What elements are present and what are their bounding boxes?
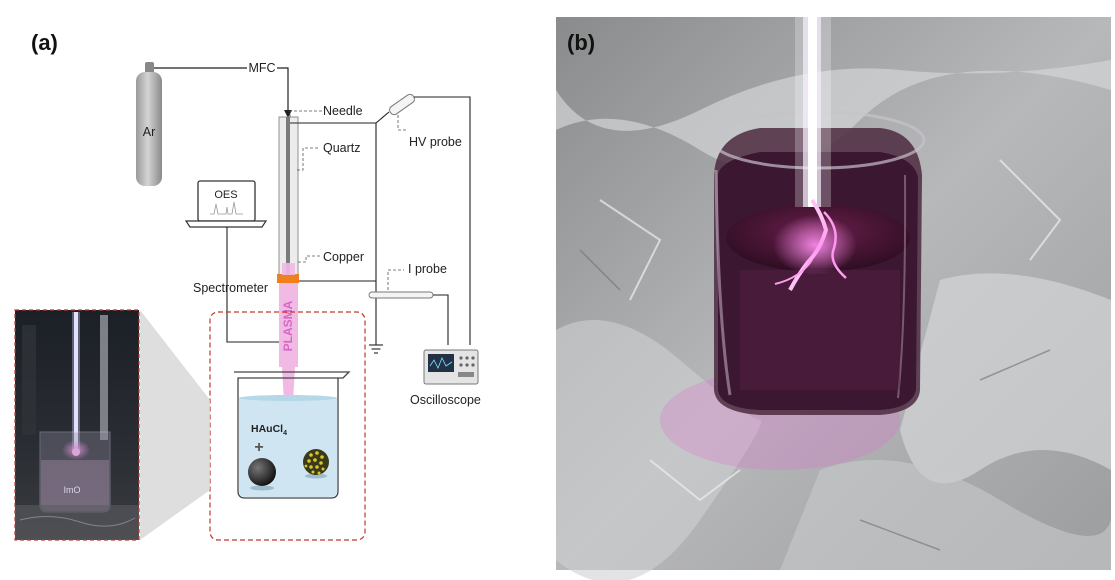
copper-electrode — [277, 274, 299, 283]
ground-icon — [369, 344, 383, 354]
argon-cylinder: Ar — [136, 62, 162, 186]
panel-b-photo — [556, 17, 1111, 580]
quartz-tube — [278, 116, 299, 278]
laptop-icon: OES — [184, 180, 268, 228]
gas-label: Ar — [143, 125, 156, 139]
inset-beaker-text: ImO — [64, 485, 81, 495]
panel-b-label: (b) — [567, 30, 595, 55]
zoom-projection — [140, 310, 210, 540]
quartz-label: Quartz — [323, 141, 361, 155]
hv-probe: HV probe — [375, 93, 471, 345]
copper-label: Copper — [323, 250, 364, 264]
spectrometer-label: Spectrometer — [193, 281, 268, 295]
beaker: HAuCl4 + — [234, 371, 351, 499]
oes-label: OES — [214, 189, 237, 201]
panel-a-label: (a) — [31, 30, 58, 55]
inset-photo: ImO — [14, 309, 140, 541]
oscilloscope-icon — [423, 349, 479, 385]
nanoparticle-core-icon — [248, 458, 276, 486]
plus-label: + — [254, 439, 263, 456]
gas-line-to-needle — [277, 67, 289, 112]
hv-probe-label: HV probe — [409, 135, 462, 149]
needle-label: Needle — [323, 104, 363, 118]
fiber-line — [226, 227, 279, 343]
panel-b: (b) — [556, 17, 1111, 580]
oscilloscope-label: Oscilloscope — [410, 393, 481, 407]
mfc-label: MFC — [248, 61, 275, 75]
panel-a: (a) Ar MFC Needle Quartz — [14, 30, 481, 541]
current-probe: I probe — [368, 262, 449, 345]
plasma-label: PLASMA — [281, 300, 295, 351]
i-probe-label: I probe — [408, 262, 447, 276]
solution-label: HAuCl4 — [251, 423, 287, 437]
